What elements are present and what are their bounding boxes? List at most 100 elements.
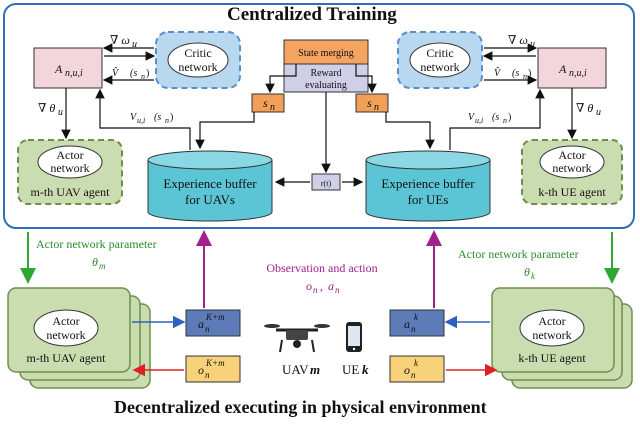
svg-text:n: n (270, 102, 275, 113)
grad-theta-left: ∇ θ u (38, 101, 63, 118)
svg-text:r(t): r(t) (321, 179, 332, 188)
reward-evaluating-box: Reward evaluating (283, 63, 369, 93)
svg-text:Actor: Actor (538, 314, 565, 328)
svg-text:State merging: State merging (298, 48, 354, 59)
svg-text:n: n (165, 116, 169, 125)
svg-text:network: network (178, 60, 217, 74)
observation-box-ue: o n k (389, 355, 445, 383)
svg-text:a: a (328, 279, 334, 293)
central-actor-ue: Actor network k-th UE agent (521, 139, 623, 205)
svg-text:u: u (58, 107, 63, 118)
critic-network-left: Critic network (155, 31, 241, 89)
svg-text:UAV: UAV (282, 362, 309, 377)
uav-label: UAV m (282, 362, 320, 377)
action-box-uav: a n K+m (185, 309, 241, 337)
svg-text:n: n (335, 285, 340, 295)
svg-text:n,u,i: n,u,i (65, 68, 83, 79)
svg-text:∇ ω: ∇ ω (508, 33, 528, 47)
ue-label: UE k (342, 362, 369, 377)
v-hat-left: V̂ (s n ) (112, 66, 149, 81)
svg-text:(s: (s (492, 112, 499, 123)
critic-network-right: Critic network (397, 31, 483, 89)
param-label-left: Actor network parameter θ m (36, 237, 157, 271)
advantage-box-left: A n,u,i (33, 47, 103, 89)
svg-text:A: A (54, 62, 63, 76)
svg-text:n: n (313, 285, 318, 295)
svg-text:n: n (141, 72, 145, 81)
svg-text:): ) (170, 112, 173, 123)
centralized-training-title: Centralized Training (227, 4, 397, 25)
svg-text:k: k (414, 312, 419, 322)
svg-text:network: network (46, 328, 85, 342)
central-actor-uav: Actor network m-th UAV agent (17, 139, 123, 205)
svg-text:(s: (s (512, 68, 519, 79)
svg-text:n,u,i: n,u,i (569, 68, 587, 79)
svg-text:(s: (s (130, 68, 137, 79)
svg-text:for UEs: for UEs (408, 192, 449, 207)
svg-text:n: n (411, 324, 416, 334)
svg-text:V: V (130, 112, 138, 123)
svg-text:k-th UE agent: k-th UE agent (538, 185, 606, 199)
svg-text:network: network (420, 60, 459, 74)
state-box-left: s n (251, 93, 285, 113)
experience-buffer-ues: Experience buffer for UEs (365, 150, 491, 222)
state-box-right: s n (355, 93, 389, 113)
svg-text:u: u (596, 107, 601, 118)
svg-text:A: A (558, 62, 567, 76)
svg-text:u: u (530, 39, 535, 50)
svg-text:Reward: Reward (310, 68, 341, 79)
v-value-left: V u,i (s n ) (130, 112, 173, 125)
svg-text:Actor: Actor (56, 148, 83, 162)
svg-text:∇ ω: ∇ ω (110, 33, 130, 47)
svg-text:n: n (411, 370, 416, 380)
svg-text:n: n (205, 370, 210, 380)
svg-text:Actor: Actor (558, 148, 585, 162)
svg-text:): ) (528, 68, 531, 79)
svg-text:Observation and action: Observation and action (266, 261, 377, 275)
ue-phone-icon (346, 322, 362, 352)
advantage-box-right: A n,u,i (537, 47, 607, 89)
svg-text:o: o (404, 363, 410, 377)
grad-omega-right: ∇ ω u (508, 33, 535, 50)
svg-text:): ) (508, 112, 511, 123)
svg-text:for UAVs: for UAVs (185, 192, 235, 207)
svg-text:o: o (306, 279, 312, 293)
v-hat-right: V̂ (s n ) (494, 66, 531, 81)
svg-text:V̂: V̂ (494, 66, 502, 79)
svg-text:evaluating: evaluating (305, 80, 347, 91)
svg-text:s: s (367, 96, 372, 110)
v-value-right: V u,i (s n ) (468, 112, 511, 125)
centralized-training-frame (3, 3, 635, 229)
svg-text:θ: θ (524, 265, 530, 279)
svg-text:n: n (205, 324, 210, 334)
svg-text:Actor network parameter: Actor network parameter (36, 237, 157, 251)
svg-text:n: n (503, 116, 507, 125)
svg-text:): ) (146, 68, 149, 79)
svg-text:k: k (362, 362, 369, 377)
svg-text:UE: UE (342, 362, 359, 377)
svg-text:a: a (404, 317, 410, 331)
svg-text:u,i: u,i (137, 116, 145, 125)
svg-text:k: k (414, 358, 419, 368)
svg-text:n: n (523, 72, 527, 81)
svg-text:∇ θ: ∇ θ (576, 101, 593, 115)
svg-text:K+m: K+m (205, 358, 225, 368)
svg-text:Critic: Critic (426, 46, 453, 60)
svg-text:o: o (198, 363, 204, 377)
grad-theta-right: ∇ θ u (576, 101, 601, 118)
svg-text:Critic: Critic (184, 46, 211, 60)
svg-text:n: n (374, 102, 379, 113)
svg-text:m-th UAV agent: m-th UAV agent (27, 351, 107, 365)
decentralized-executing-title: Decentralized executing in physical envi… (114, 397, 487, 417)
svg-text:Actor: Actor (52, 314, 79, 328)
state-merging-box: State merging (283, 39, 369, 65)
svg-text:Experience buffer: Experience buffer (163, 176, 257, 191)
svg-text:network: network (552, 161, 591, 175)
svg-text:network: network (532, 328, 571, 342)
action-box-ue: a n k (389, 309, 445, 337)
svg-text:∇ θ: ∇ θ (38, 101, 55, 115)
experience-buffer-uavs: Experience buffer for UAVs (147, 150, 273, 222)
svg-text:s: s (263, 96, 268, 110)
